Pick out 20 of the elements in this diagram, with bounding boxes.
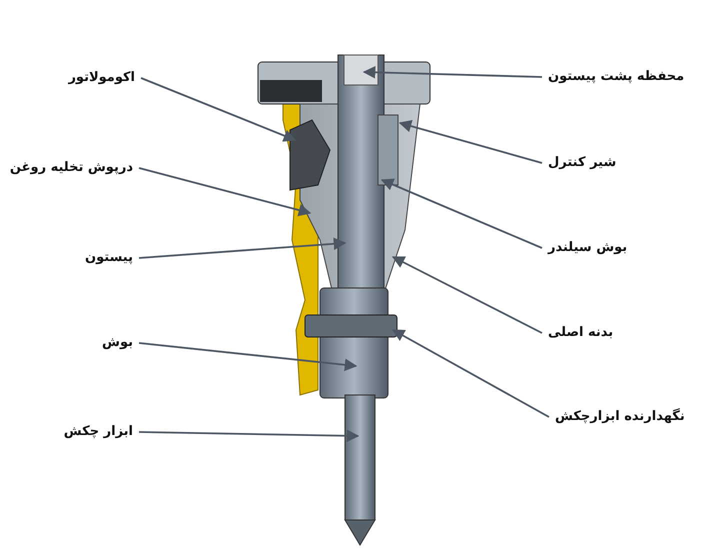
part-label: شیر کنترل xyxy=(548,154,616,172)
part-label: محفظه پشت پیستون xyxy=(548,68,684,86)
leader-line xyxy=(398,120,542,164)
leader-line xyxy=(362,66,542,79)
leader-line xyxy=(138,238,346,259)
part-label: ابزار چکش xyxy=(64,423,133,441)
part-label: درپوش تخلیه روغن xyxy=(10,159,133,177)
part-label: نگهدارنده ابزارچکش xyxy=(555,408,685,426)
part-label: بوش سیلندر xyxy=(548,239,628,257)
part-label: اکومولاتور xyxy=(68,69,135,87)
leader-line xyxy=(140,77,296,142)
leader-line xyxy=(138,430,360,442)
leader-line xyxy=(380,178,542,249)
leader-line xyxy=(138,167,312,216)
leader-line xyxy=(392,256,542,334)
part-label: بوش xyxy=(102,334,133,352)
part-label: بدنه اصلی xyxy=(548,324,614,342)
part-label: پیستون xyxy=(85,249,133,267)
leader-line xyxy=(392,329,550,418)
leader-line xyxy=(138,342,358,372)
